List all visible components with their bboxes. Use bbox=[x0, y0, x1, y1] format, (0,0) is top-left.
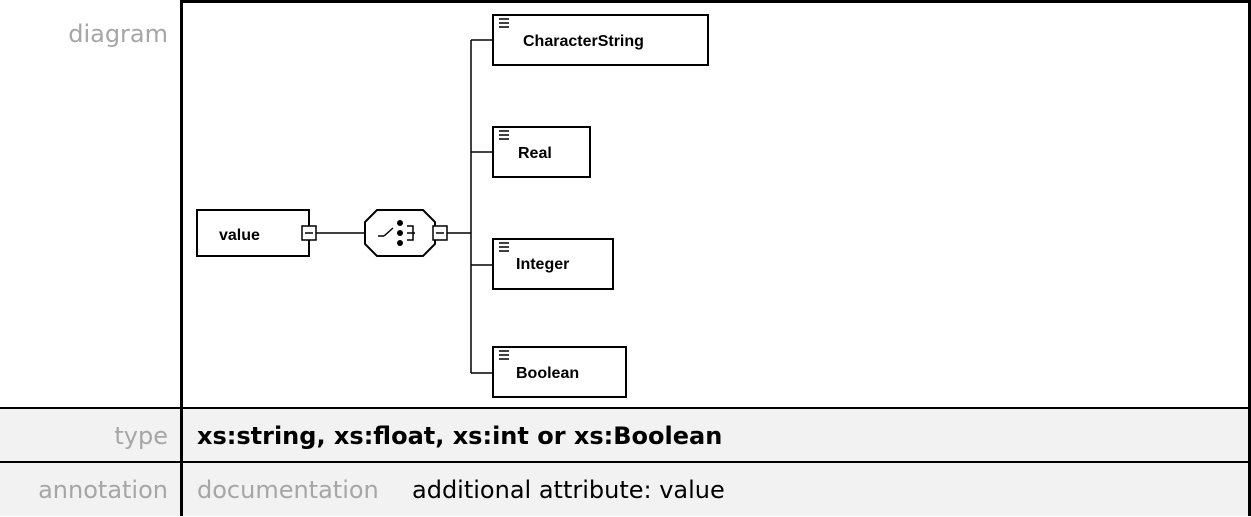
diagram-label: diagram bbox=[68, 20, 168, 48]
element-label-boolean: Boolean bbox=[516, 365, 579, 382]
annotation-row: annotation documentation additional attr… bbox=[0, 463, 1251, 516]
simple-content-icon bbox=[499, 242, 509, 252]
column-divider bbox=[180, 0, 183, 516]
table-top-border bbox=[180, 0, 1251, 3]
collapse-toggle-value[interactable] bbox=[301, 225, 317, 241]
collapse-toggle-choice[interactable] bbox=[432, 225, 448, 241]
element-box-real[interactable]: Real bbox=[492, 126, 591, 178]
type-row: type xs:string, xs:float, xs:int or xs:B… bbox=[0, 409, 1251, 463]
row-divider-diagram bbox=[0, 407, 1251, 409]
element-label-value: value bbox=[219, 227, 260, 244]
documentation-label: documentation bbox=[197, 476, 379, 504]
element-label-real: Real bbox=[518, 145, 552, 162]
type-value: xs:string, xs:float, xs:int or xs:Boolea… bbox=[197, 422, 723, 450]
element-label-characterstring: CharacterString bbox=[523, 33, 644, 50]
element-box-characterstring[interactable]: CharacterString bbox=[492, 14, 709, 66]
diagram-row: diagram bbox=[68, 20, 168, 48]
type-label: type bbox=[114, 422, 168, 450]
documentation-text: additional attribute: value bbox=[412, 476, 725, 504]
element-box-value[interactable]: value bbox=[196, 209, 310, 257]
choice-compositor-icon[interactable] bbox=[364, 209, 436, 257]
element-box-integer[interactable]: Integer bbox=[492, 238, 614, 290]
element-box-boolean[interactable]: Boolean bbox=[492, 346, 627, 398]
annotation-label: annotation bbox=[38, 476, 168, 504]
row-divider-type bbox=[0, 461, 1251, 463]
simple-content-icon bbox=[499, 130, 509, 140]
schema-diagram: value bbox=[196, 14, 709, 398]
simple-content-icon bbox=[499, 350, 509, 360]
simple-content-icon bbox=[499, 18, 509, 28]
element-label-integer: Integer bbox=[516, 256, 569, 273]
table-right-border bbox=[1248, 0, 1251, 516]
